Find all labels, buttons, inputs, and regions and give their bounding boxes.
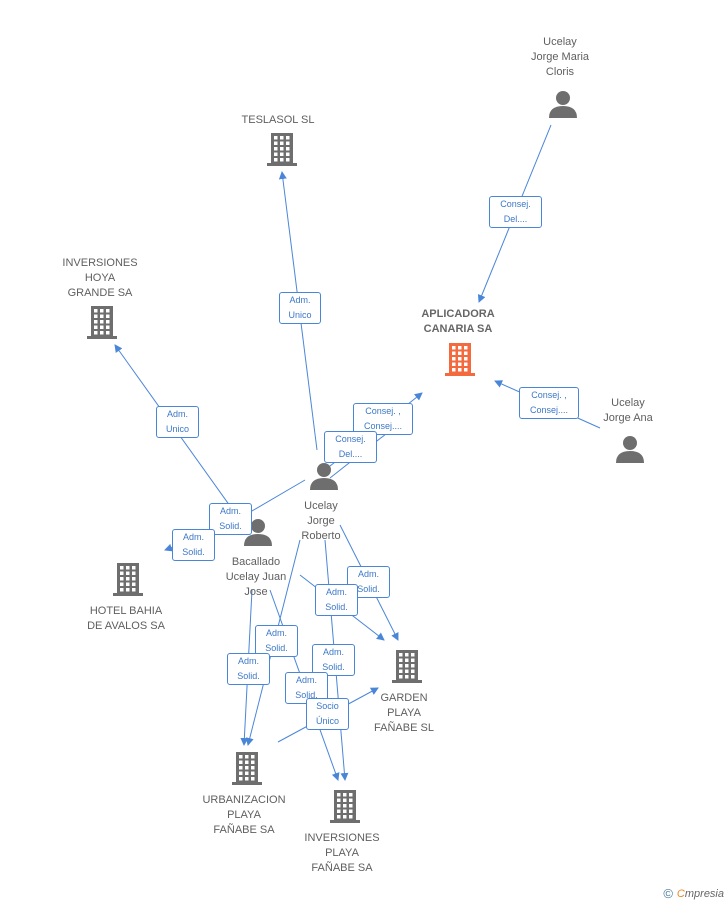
node-ucelay-jorge-roberto[interactable]: Ucelay Jorge Roberto	[301, 500, 341, 542]
edge-label-solid-1[interactable]: Adm.Solid.	[209, 503, 252, 535]
footer-brand: © Cmpresia	[663, 886, 724, 901]
node-bacallado[interactable]: Bacallado Ucelay Juan Jose	[225, 556, 287, 598]
person-icon	[310, 463, 338, 490]
edge-label-solid-5[interactable]: Adm.Solid.	[255, 625, 298, 657]
edge-label-jm-aplicadora[interactable]: Consej.Del....	[489, 196, 542, 228]
edge-label-solid-4[interactable]: Adm.Solid.	[315, 584, 358, 616]
building-icon	[267, 133, 297, 166]
node-teslasol[interactable]: TESLASOL SL	[241, 114, 315, 126]
building-icon	[392, 650, 422, 683]
person-icon	[549, 91, 577, 118]
person-icon	[616, 436, 644, 463]
edge-label-roberto-teslasol[interactable]: Adm.Unico	[279, 292, 321, 324]
node-garden[interactable]: GARDEN PLAYA FAÑABE SL	[374, 692, 434, 734]
node-inversiones-playa[interactable]: INVERSIONES PLAYA FAÑABE SA	[304, 832, 380, 874]
building-icon	[232, 752, 262, 785]
node-hotel-bahia[interactable]: HOTEL BAHIA DE AVALOS SA	[87, 605, 165, 632]
building-icon	[87, 306, 117, 339]
building-icon	[113, 563, 143, 596]
node-ucelay-jorge-maria[interactable]: Ucelay Jorge Maria Cloris	[530, 36, 590, 78]
copyright-icon: ©	[663, 886, 673, 901]
node-ucelay-jorge-ana[interactable]: Ucelay Jorge Ana	[603, 397, 653, 424]
building-icon	[330, 790, 360, 823]
edge-label-solid-7[interactable]: Adm.Solid.	[227, 653, 270, 685]
edge-label-roberto-aplicadora-2[interactable]: Consej.Del....	[324, 431, 377, 463]
node-inversiones-hoya[interactable]: INVERSIONES HOYA GRANDE SA	[62, 257, 138, 299]
edge-label-roberto-aplicadora-1[interactable]: Consej. ,Consej....	[353, 403, 413, 435]
brand-logo: Cmpresia	[676, 887, 724, 900]
person-icon	[244, 519, 272, 546]
building-icon	[445, 343, 475, 376]
edge-label-solid-6[interactable]: Adm.Solid.	[312, 644, 355, 676]
node-aplicadora[interactable]: APLICADORA CANARIA SA	[421, 308, 495, 335]
edge-label-ana-aplicadora[interactable]: Consej. ,Consej....	[519, 387, 579, 419]
node-urbanizacion[interactable]: URBANIZACION PLAYA FAÑABE SA	[202, 794, 286, 836]
edge-label-roberto-hoya[interactable]: Adm.Unico	[156, 406, 199, 438]
edge-label-solid-2[interactable]: Adm.Solid.	[172, 529, 215, 561]
